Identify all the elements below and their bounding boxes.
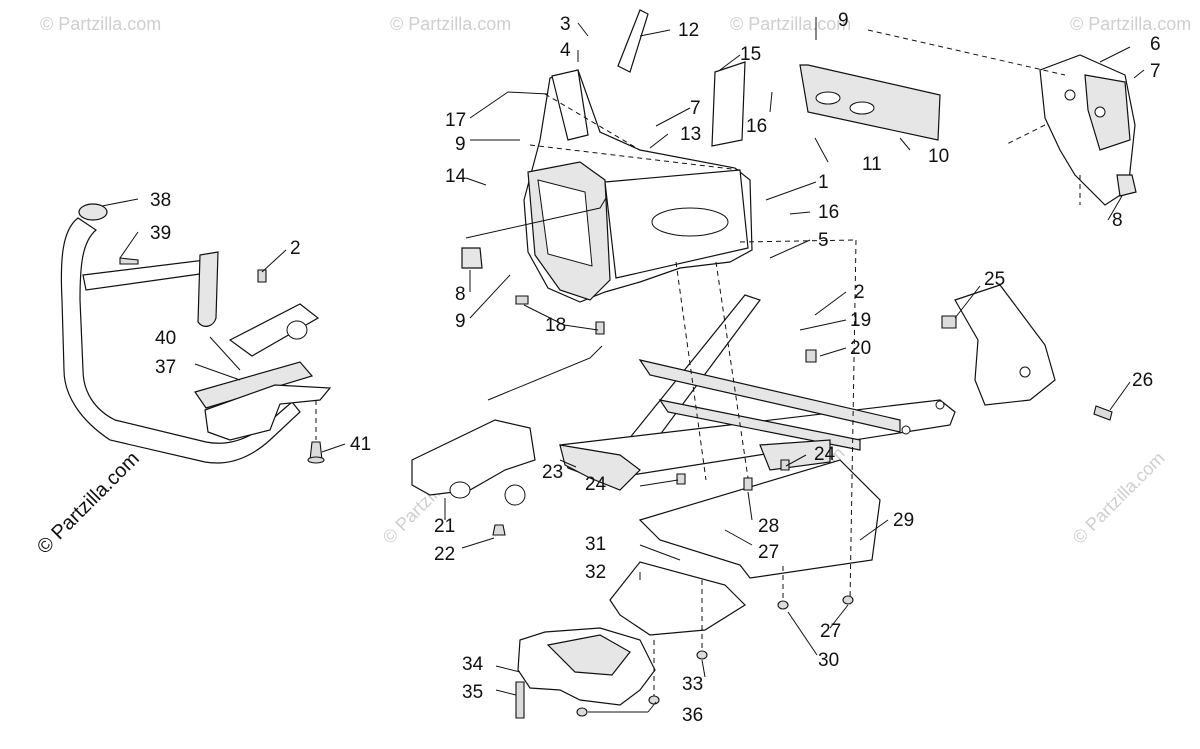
callout-label: 24: [814, 444, 836, 465]
callout-label: 12: [678, 20, 699, 41]
front-bumper-part: [60, 203, 332, 464]
watermark-text: © Partzilla.com: [390, 14, 511, 34]
callout-label: 17: [445, 110, 466, 131]
callout-label: 13: [680, 124, 701, 145]
callout-label: 38: [150, 190, 171, 211]
copyright-label: © Partzilla.com: [33, 448, 144, 559]
callout-label: 31: [585, 534, 606, 555]
callout-label: 27: [820, 621, 841, 642]
callout-label: 37: [155, 357, 176, 378]
callout-labels: 1 2 2 3 4 5 6 7 7 8 8 9 9 9 10 11 12 13 …: [150, 10, 1161, 726]
callout-label: 15: [740, 44, 761, 65]
fasteners-part: [515, 295, 854, 719]
callout-label: 2: [290, 238, 301, 259]
callout-label: 19: [850, 310, 871, 331]
callout-label: 16: [746, 116, 767, 137]
callout-label: 28: [758, 516, 779, 537]
callout-label: 4: [560, 40, 571, 61]
watermark-text: © Partzilla.com: [730, 14, 851, 34]
callout-label: 30: [818, 650, 839, 671]
rail-bracket-part: [411, 419, 536, 536]
callout-label: 25: [984, 269, 1005, 290]
callout-label: 7: [690, 98, 701, 119]
leader-lines: [101, 17, 1145, 713]
callout-label: 11: [862, 154, 882, 175]
callout-label: 16: [818, 202, 839, 223]
callout-label: 41: [350, 434, 371, 455]
callout-label: 9: [455, 134, 466, 155]
callout-label: 26: [1132, 370, 1153, 391]
callout-label: 34: [462, 654, 484, 675]
callout-label: 10: [928, 146, 949, 167]
callout-label: 35: [462, 682, 483, 703]
watermark-text: © Partzilla.com: [1069, 448, 1169, 548]
main-frame-part: [559, 294, 956, 491]
callout-label: 29: [893, 510, 914, 531]
alignment-lines: [315, 93, 1081, 696]
callout-label: 33: [682, 674, 703, 695]
callout-label: 40: [155, 328, 176, 349]
front-frame-part: [461, 9, 941, 303]
callout-label: 8: [455, 284, 466, 305]
callout-label: 39: [150, 223, 171, 244]
callout-label: 1: [818, 172, 829, 193]
watermark-text: © Partzilla.com: [40, 14, 161, 34]
callout-label: 5: [818, 230, 829, 251]
callout-label: 8: [1112, 210, 1123, 231]
callout-label: 6: [1150, 34, 1161, 55]
callout-label: 21: [434, 516, 455, 537]
callout-label: 9: [838, 10, 849, 31]
callout-label: 18: [545, 315, 566, 336]
callout-label: 24: [585, 474, 607, 495]
callout-label: 32: [585, 562, 606, 583]
watermark-text: © Partzilla.com: [1070, 14, 1191, 34]
callout-label: 9: [455, 311, 466, 332]
callout-label: 3: [560, 14, 571, 35]
callout-label: 2: [854, 282, 865, 303]
steering-bracket-part: [867, 29, 1137, 206]
frame-bracket-part: [941, 284, 1113, 421]
callout-label: 36: [682, 705, 703, 726]
callout-label: 14: [445, 166, 467, 187]
callout-label: 20: [850, 338, 871, 359]
callout-label: 22: [434, 544, 455, 565]
skid-plate-part: [517, 459, 881, 706]
callout-label: 23: [542, 462, 563, 483]
callout-label: 7: [1150, 61, 1161, 82]
callout-label: 27: [758, 542, 779, 563]
